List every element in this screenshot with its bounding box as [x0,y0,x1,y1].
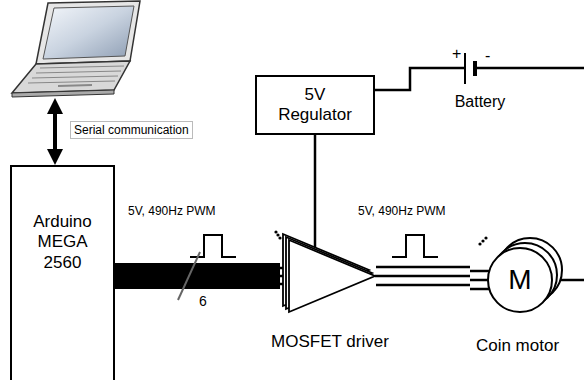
node-label: MOSFET driver [255,332,405,352]
node-label: 5V Regulator [270,85,360,126]
signal-bus [115,263,280,289]
driver-outline [280,232,380,316]
motor-symbol-letter: M [500,263,540,297]
link-label: Serial communication [70,121,193,139]
signal-label: 5V, 490Hz PWM [128,204,216,218]
regulator-box: 5V Regulator [255,75,375,135]
bus-width-number: 6 [199,293,207,310]
wire [314,135,317,232]
output-wire [376,266,470,269]
laptop-icon [12,1,140,97]
pwm-pulse-icon [190,235,236,257]
driver-symbol: MOSFET driver [280,232,380,316]
signal-label: 5V, 490Hz PWM [358,204,446,218]
motor-symbol: MCoin motor [470,236,562,320]
node-label: Battery [430,92,530,111]
polarity-sign: - [485,46,490,65]
bus-width-slash [178,252,200,300]
wire [380,275,470,278]
controller-box: Arduino MEGA 2560 [10,165,115,380]
serial-arrow [53,106,57,157]
wire [375,68,445,90]
output-wire [376,284,470,287]
pwm-pulse-icon [392,235,438,257]
polarity-sign: + [452,44,461,63]
node-label: Coin motor [455,336,580,356]
node-label: Arduino MEGA 2560 [20,212,105,273]
battery-wire [515,67,584,70]
